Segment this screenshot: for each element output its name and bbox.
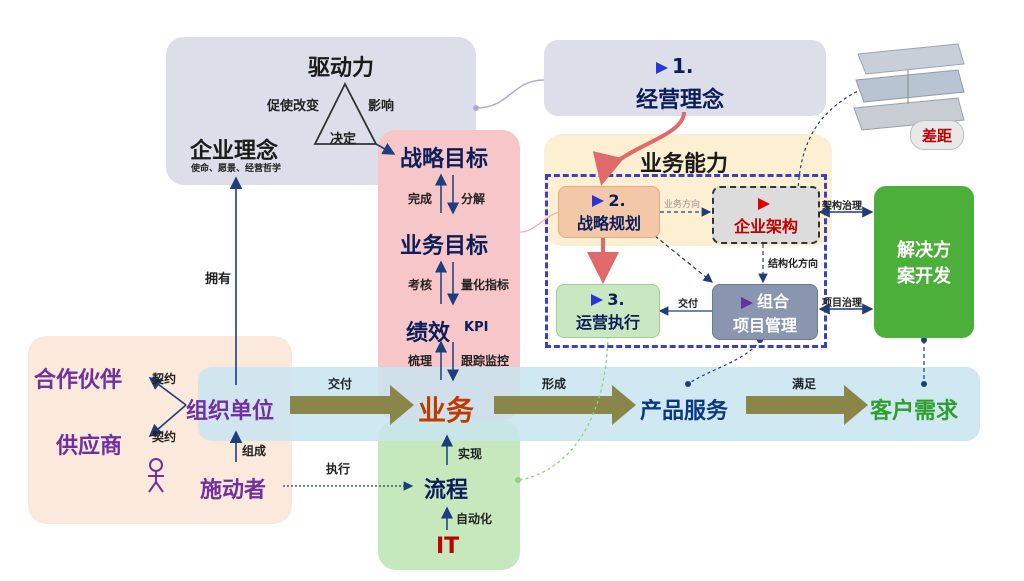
actor-label: 施动者 <box>200 478 267 503</box>
supplier-label: 供应商 <box>56 434 123 459</box>
flag-icon <box>740 296 753 309</box>
flag-icon <box>656 61 668 74</box>
deliver2-label: 交付 <box>678 299 698 310</box>
strategy-title: 战略规划 <box>576 213 641 233</box>
execute-label: 执行 <box>326 462 351 476</box>
person-icon <box>146 458 166 494</box>
architecture-title: 企业架构 <box>733 216 798 236</box>
decide-label: 决定 <box>330 132 357 147</box>
process-title: 流程 <box>424 478 469 503</box>
assess-label: 考核 <box>408 278 433 292</box>
contract1-label: 契约 <box>152 372 177 386</box>
solution-line2: 案开发 <box>897 266 951 287</box>
concept-title: 经营理念 <box>636 88 725 113</box>
operations-title: 运营执行 <box>575 312 640 332</box>
org-label: 组织单位 <box>186 399 275 424</box>
philosophy-subtitle: 使命、愿景、经营哲学 <box>191 164 282 174</box>
drivers-title: 驱动力 <box>308 56 375 81</box>
business-goal: 业务目标 <box>400 234 489 259</box>
operations-box[interactable]: 3. 运营执行 <box>556 284 660 338</box>
portfolio-line2: 项目管理 <box>732 316 797 335</box>
portfolio-line1: 组合 <box>740 288 789 312</box>
promote-label: 促使改变 <box>267 99 320 114</box>
customer-label: 客户需求 <box>870 399 959 424</box>
partner-label: 合作伙伴 <box>34 368 123 393</box>
business-label: 业务 <box>418 394 475 427</box>
form-label: 形成 <box>542 377 567 391</box>
decompose-label: 分解 <box>461 192 486 206</box>
strategy-number: 2. <box>592 191 626 210</box>
it-label: IT <box>436 534 460 559</box>
project-governance-label: 项目治理 <box>822 298 862 309</box>
philosophy-title: 企业理念 <box>190 139 279 164</box>
concept-panel <box>544 40 826 116</box>
satisfy-label: 满足 <box>792 377 817 391</box>
strategic-goal: 战略目标 <box>400 147 489 172</box>
performance-title: 绩效 <box>406 321 451 346</box>
own-label: 拥有 <box>205 272 232 287</box>
business-direction-label: 业务方向 <box>664 200 701 210</box>
quantify-label: 量化指标 <box>461 278 510 292</box>
solution-box[interactable]: 解决方 案开发 <box>874 186 974 338</box>
kpi-label: KPI <box>464 320 489 335</box>
structure-direction-label: 结构化方向 <box>768 259 818 270</box>
influence-label: 影响 <box>368 99 395 114</box>
deliver-label: 交付 <box>328 377 353 391</box>
product-label: 产品服务 <box>640 399 729 424</box>
sort-label: 梳理 <box>408 354 433 368</box>
complete-label: 完成 <box>408 192 433 206</box>
flag-icon <box>591 294 604 306</box>
compose-label: 组成 <box>242 444 267 458</box>
realize-label: 实现 <box>458 447 483 461</box>
concept-number: 1. <box>656 54 694 78</box>
architecture-box[interactable]: 企业架构 <box>712 186 820 244</box>
capability-title: 业务能力 <box>640 152 729 177</box>
red-flag-icon <box>758 194 774 213</box>
arch-governance-label: 架构治理 <box>822 201 862 212</box>
flag-icon <box>592 195 605 207</box>
solution-line1: 解决方 <box>897 240 951 261</box>
strategy-box[interactable]: 2. 战略规划 <box>558 186 660 238</box>
operations-number: 3. <box>591 290 625 309</box>
capability-dashed-frame <box>545 174 827 348</box>
gap-badge: 差距 <box>910 120 964 150</box>
portfolio-box[interactable]: 组合 项目管理 <box>712 284 818 340</box>
contract2-label: 契约 <box>152 430 177 444</box>
track-label: 跟踪监控 <box>461 354 510 368</box>
automate-label: 自动化 <box>456 512 493 526</box>
